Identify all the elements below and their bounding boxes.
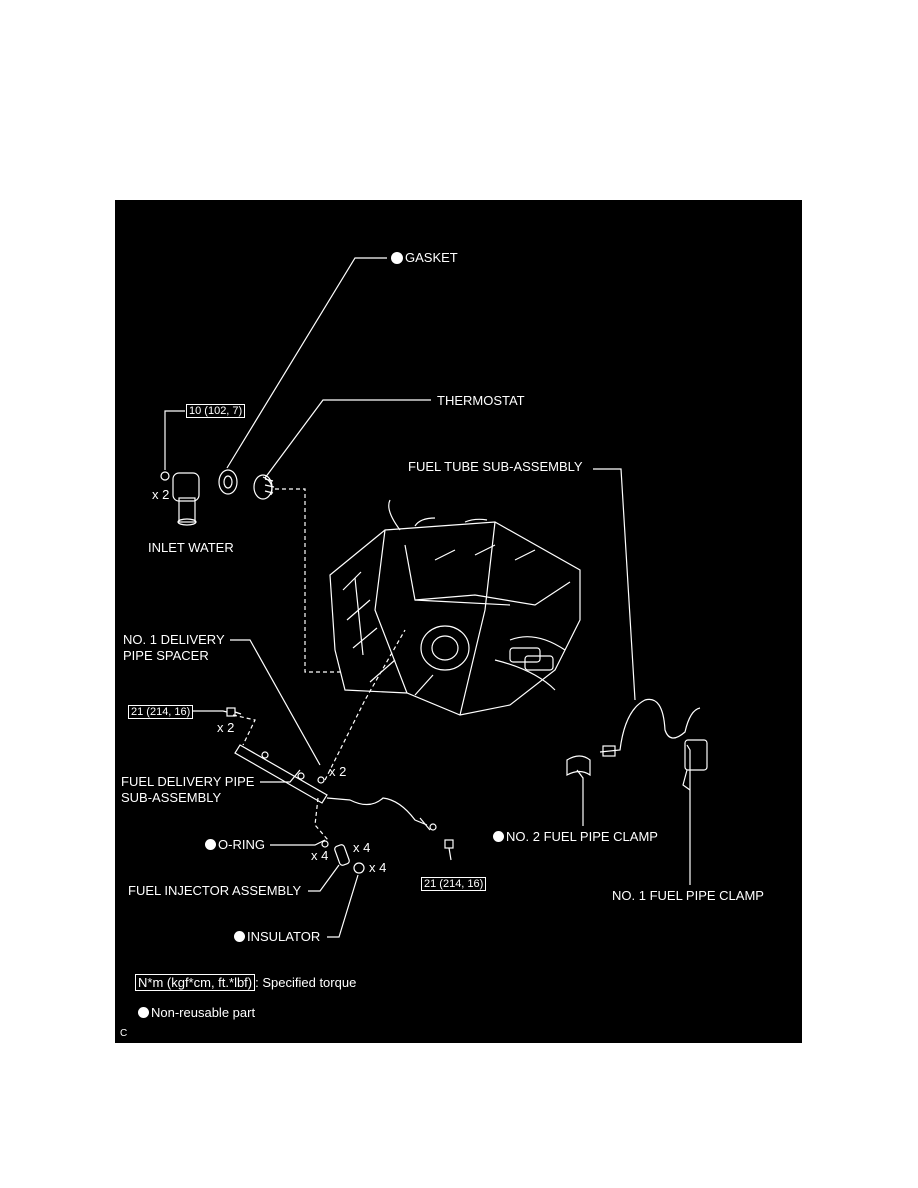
spacer-qty: x 2 — [329, 764, 347, 779]
fuel-tube-part — [599, 698, 708, 791]
o-ring-label: O-RING — [205, 837, 265, 852]
no2-clamp-label: NO. 2 FUEL PIPE CLAMP — [493, 829, 658, 844]
fuel-delivery-pipe-part — [234, 744, 437, 831]
injector-qty: x 4 — [353, 840, 371, 855]
delivery-pipe-label-line2: SUB-ASSEMBLY — [121, 790, 222, 805]
gasket-leader — [226, 257, 387, 469]
bolt-dash — [232, 714, 256, 746]
torque-legend: N*m (kgf*cm, ft.*lbf): Specified torque — [135, 974, 357, 991]
line-art — [160, 252, 708, 938]
exploded-view-diagram: GASKET THERMOSTAT FUEL TUBE SUB-ASSEMBLY… — [115, 200, 802, 1043]
delivery-pipe-torque: 21 (214, 16) — [128, 705, 194, 719]
gasket-label: GASKET — [405, 250, 458, 265]
thermostat-label: THERMOSTAT — [437, 393, 525, 408]
injector-leader — [308, 864, 340, 892]
torque-unit-box: N*m (kgf*cm, ft.*lbf) — [135, 974, 256, 991]
spacer-label-line2: PIPE SPACER — [123, 648, 209, 663]
thermostat-dash — [275, 488, 340, 673]
insulator-leader — [327, 874, 359, 938]
delivery-pipe-label-line1: FUEL DELIVERY PIPE — [121, 774, 255, 789]
oring-leader — [270, 839, 326, 846]
engine-block — [329, 499, 581, 716]
inlet-water-label: INLET WATER — [148, 540, 234, 555]
insulator-label: INSULATOR — [234, 929, 320, 944]
inlet-water-part — [160, 471, 200, 526]
gasket-part — [218, 469, 238, 495]
insulator-qty: x 4 — [369, 860, 387, 875]
legend-dot — [138, 1007, 149, 1018]
delivery-pipe-leader — [260, 769, 301, 783]
no1-clamp-label: NO. 1 FUEL PIPE CLAMP — [612, 888, 764, 903]
delivery-torque-leader — [193, 710, 228, 713]
fuel-injector-label: FUEL INJECTOR ASSEMBLY — [128, 883, 302, 898]
thermostat-part — [253, 474, 275, 500]
injector-dash — [314, 797, 329, 841]
spacer-leader — [230, 639, 321, 766]
no2-clamp-leader — [576, 769, 584, 826]
delivery-pipe-bolts — [226, 707, 454, 861]
fuel-tube-label: FUEL TUBE SUB-ASSEMBLY — [408, 459, 583, 474]
insulator-nonreusable-dot — [234, 931, 245, 942]
no2-clamp-part — [566, 755, 591, 777]
inlet-torque-leader — [164, 410, 185, 470]
pipe-dash — [324, 629, 406, 781]
thermostat-leader — [264, 399, 431, 479]
inlet-water-qty: x 2 — [152, 487, 170, 502]
fuel-tube-leader — [593, 468, 636, 701]
no1-clamp-leader — [686, 744, 691, 885]
spacer-label-line1: NO. 1 DELIVERY — [123, 632, 225, 647]
no2-clamp-nonreusable-dot — [493, 831, 504, 842]
delivery-pipe-bolt-qty: x 2 — [217, 720, 235, 735]
corner-mark: C — [120, 1028, 128, 1039]
torque-legend-desc: : Specified torque — [255, 975, 357, 990]
inlet-water-torque: 10 (102, 7) — [186, 404, 246, 418]
o-ring-qty: x 4 — [311, 848, 329, 863]
injector-part — [321, 840, 365, 874]
non-reusable-legend: Non-reusable part — [138, 1005, 255, 1020]
gasket-nonreusable-dot — [391, 252, 403, 264]
o-ring-nonreusable-dot — [205, 839, 216, 850]
fuel-tube-torque: 21 (214, 16) — [421, 877, 487, 891]
